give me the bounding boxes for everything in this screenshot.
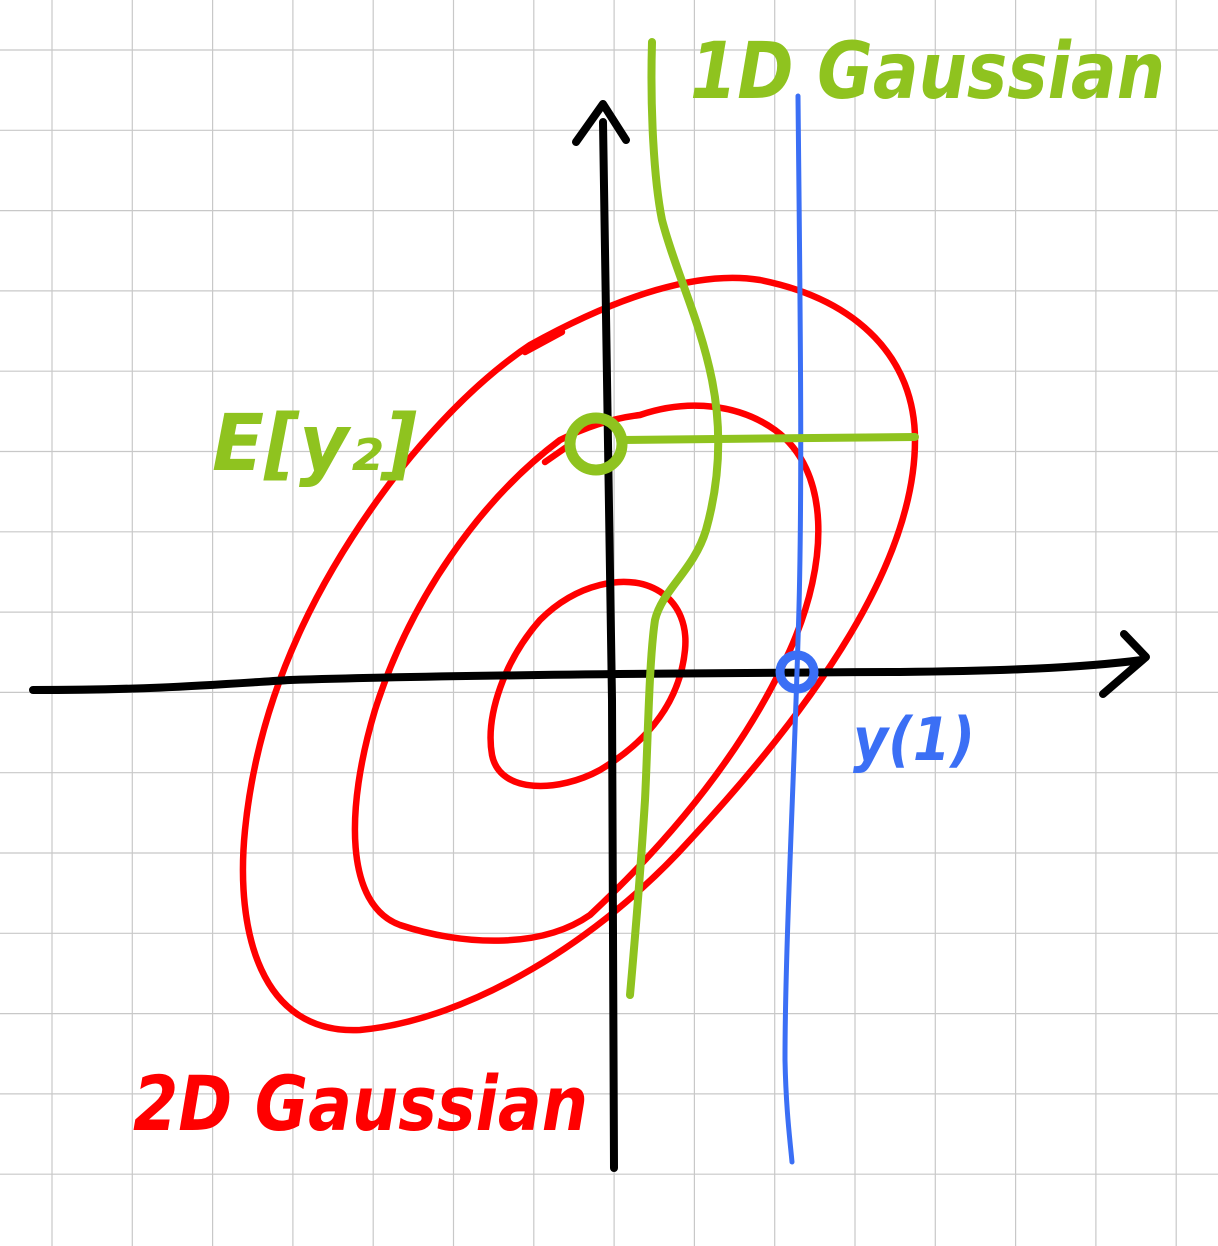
expectation-line bbox=[616, 433, 919, 444]
conditional-gaussian bbox=[564, 38, 919, 999]
two-d-gaussian-label: 2D Gaussian bbox=[133, 1059, 588, 1148]
middle-contour-tick bbox=[541, 442, 572, 466]
y-axis bbox=[599, 118, 618, 1172]
gaussian-contours bbox=[239, 274, 919, 1034]
outer-contour bbox=[239, 274, 919, 1034]
outer-contour-tick bbox=[521, 328, 566, 356]
x-axis-arrowhead bbox=[1099, 630, 1150, 698]
one-d-gaussian-label: 1D Gaussian bbox=[690, 27, 1165, 117]
expectation-marker bbox=[564, 412, 628, 476]
axes bbox=[29, 100, 1150, 1172]
conditional-gaussian-curve bbox=[626, 38, 723, 999]
x-axis bbox=[29, 656, 1146, 694]
observation-line bbox=[782, 93, 804, 1165]
inner-contour bbox=[487, 578, 689, 790]
observed-value-label: y(1) bbox=[853, 705, 975, 775]
expectation-label: E[y₂] bbox=[212, 399, 417, 489]
observation bbox=[775, 93, 819, 1165]
middle-contour bbox=[351, 402, 822, 944]
y-axis-arrowhead bbox=[572, 100, 630, 146]
observation-marker bbox=[775, 650, 819, 694]
